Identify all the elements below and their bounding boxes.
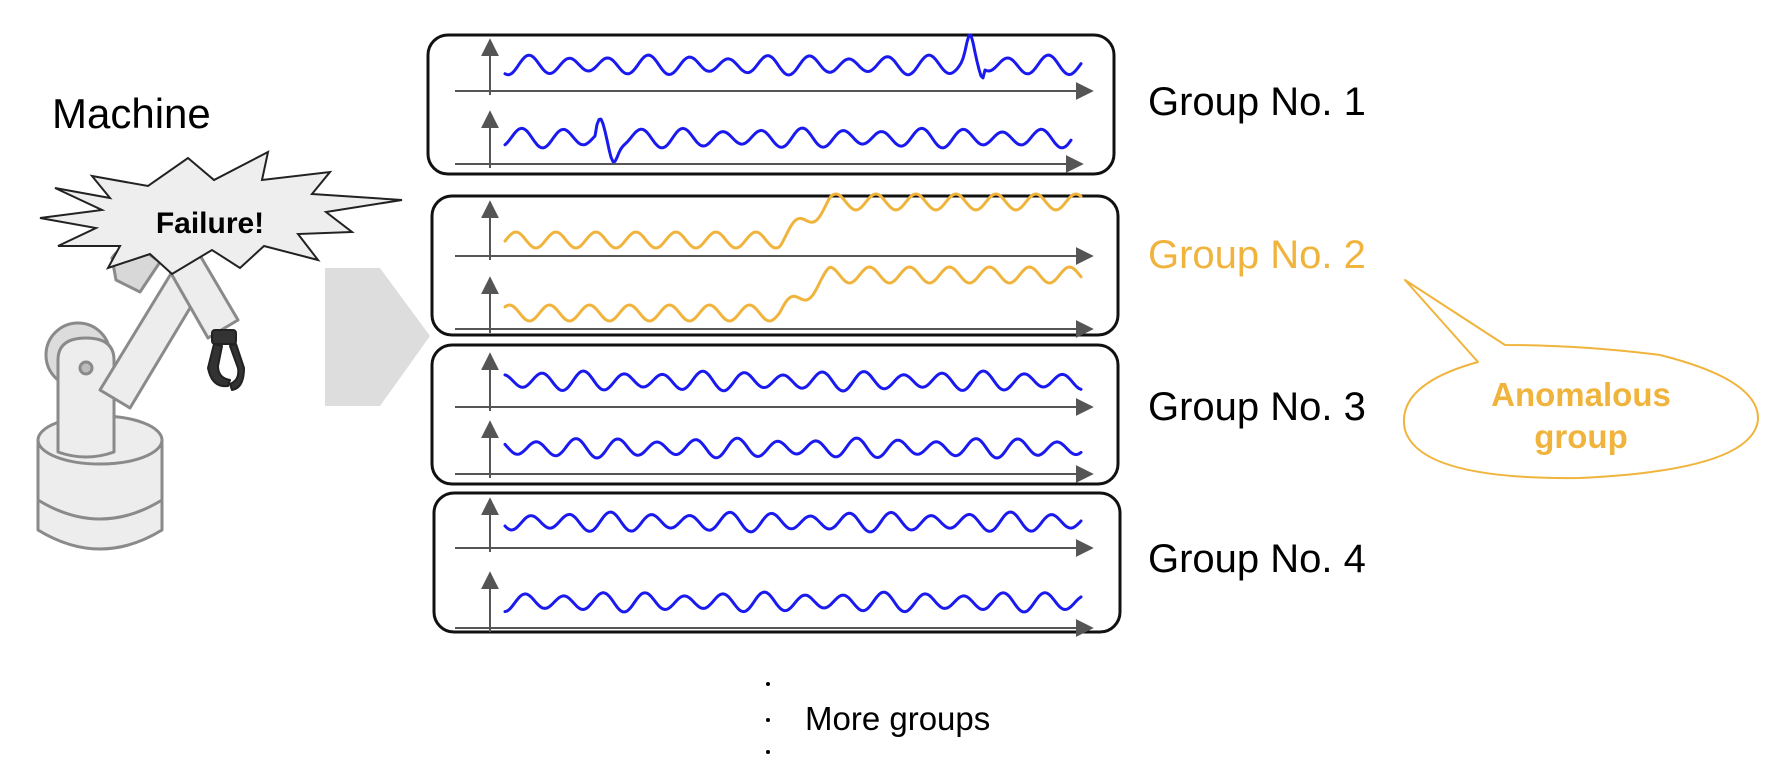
ellipsis-dot-1	[766, 682, 770, 686]
robot-arm-icon	[36, 245, 245, 551]
machine-label: Machine	[52, 90, 211, 137]
ellipsis-dot-3	[766, 750, 770, 754]
anomalous-signal-line	[503, 192, 1083, 250]
ellipsis-dot-2	[766, 718, 770, 722]
explosion-burst-icon	[39, 150, 403, 276]
sensor-signal-line	[503, 117, 1073, 164]
group-2-box	[430, 194, 1120, 337]
group-3-box	[430, 343, 1120, 486]
group-3-label: Group No. 3	[1148, 385, 1366, 429]
anomaly-callout: Anomalous group	[1402, 279, 1760, 480]
chevron-arrow-icon	[325, 268, 430, 406]
sensor-signal-line	[503, 590, 1083, 614]
group-4-box	[432, 491, 1122, 634]
more-groups-label: More groups	[805, 700, 990, 737]
sensor-signal-line	[503, 436, 1083, 460]
group-1-box	[426, 33, 1116, 176]
group-4-label: Group No. 4	[1148, 537, 1366, 581]
anomaly-callout-line1: Anomalous	[1491, 376, 1671, 413]
anomaly-callout-line2: group	[1534, 418, 1627, 455]
anomalous-signal-line	[503, 265, 1083, 323]
group-1-label: Group No. 1	[1148, 80, 1366, 124]
sensor-signal-line	[503, 33, 1083, 80]
signal-plots	[455, 33, 1094, 637]
failure-text: Failure!	[156, 207, 264, 240]
sensor-signal-line	[503, 510, 1083, 534]
sensor-signal-line	[503, 369, 1083, 393]
group-2-label: Group No. 2	[1148, 233, 1366, 277]
